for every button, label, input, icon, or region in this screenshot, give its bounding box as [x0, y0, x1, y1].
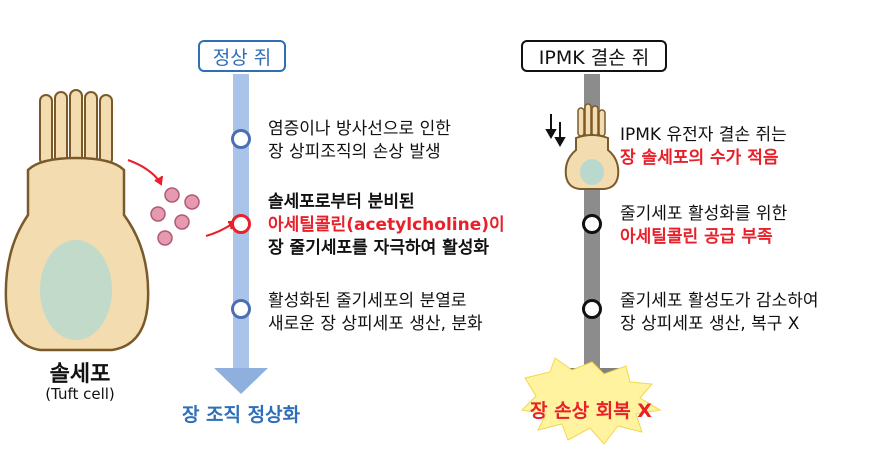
small-tuft-cell	[564, 103, 620, 190]
normal-step-1-line1: 염증이나 방사선으로 인한	[268, 119, 451, 139]
knockout-step-1-line2: 장 솔세포의 수가 적음	[620, 148, 779, 168]
normal-step-3-line2: 새로운 장 상피세포 생산, 분화	[268, 314, 483, 334]
knockout-step-1: IPMK 유전자 결손 쥐는 장 솔세포의 수가 적음	[620, 124, 787, 170]
normal-step-2-line2: 아세틸콜린(acetylcholine)이	[268, 215, 505, 235]
cell-subname-label: (Tuft cell)	[45, 385, 115, 403]
normal-mouse-header: 정상 쥐	[198, 40, 286, 72]
cell-name-label: 솔세포	[49, 362, 111, 387]
acetylcholine-dots	[150, 187, 200, 246]
knockout-step-2-marker	[582, 214, 602, 234]
knockout-step-2: 줄기세포 활성화를 위한 아세틸콜린 공급 부족	[620, 203, 787, 249]
knockout-step-2-line2: 아세틸콜린 공급 부족	[620, 227, 773, 247]
knockout-mouse-header: IPMK 결손 쥐	[521, 40, 667, 72]
normal-outcome: 장 조직 정상화	[181, 404, 301, 426]
knockout-step-3-line1: 줄기세포 활성도가 감소하여	[620, 291, 819, 311]
normal-arrow	[214, 74, 268, 394]
normal-step-2: 솔세포로부터 분비된 아세틸콜린(acetylcholine)이 장 줄기세포를…	[268, 191, 505, 260]
damage-burst	[520, 357, 662, 445]
knockout-step-3-line2: 장 상피세포 생산, 복구 X	[620, 314, 800, 334]
knockout-step-3: 줄기세포 활성도가 감소하여 장 상피세포 생산, 복구 X	[620, 290, 819, 336]
normal-step-3: 활성화된 줄기세포의 분열로 새로운 장 상피세포 생산, 분화	[268, 290, 483, 336]
knockout-step-3-marker	[582, 299, 602, 319]
decrease-arrows-icon	[545, 114, 566, 148]
normal-step-2-marker	[231, 214, 251, 234]
normal-step-2-line1: 솔세포로부터 분비된	[268, 192, 415, 212]
tuft-cell-illustration	[4, 89, 150, 352]
knockout-outcome: 장 손상 회복 X	[530, 400, 652, 422]
normal-step-1: 염증이나 방사선으로 인한 장 상피조직의 손상 발생	[268, 118, 451, 164]
normal-step-2-line3: 장 줄기세포를 자극하여 활성화	[268, 238, 490, 258]
normal-step-3-line1: 활성화된 줄기세포의 분열로	[268, 291, 467, 311]
knockout-step-2-line1: 줄기세포 활성화를 위한	[620, 204, 788, 224]
normal-step-1-marker	[231, 129, 251, 149]
knockout-step-1-line1: IPMK 유전자 결손 쥐는	[620, 125, 787, 145]
normal-step-1-line2: 장 상피조직의 손상 발생	[268, 142, 441, 162]
normal-step-3-marker	[231, 299, 251, 319]
